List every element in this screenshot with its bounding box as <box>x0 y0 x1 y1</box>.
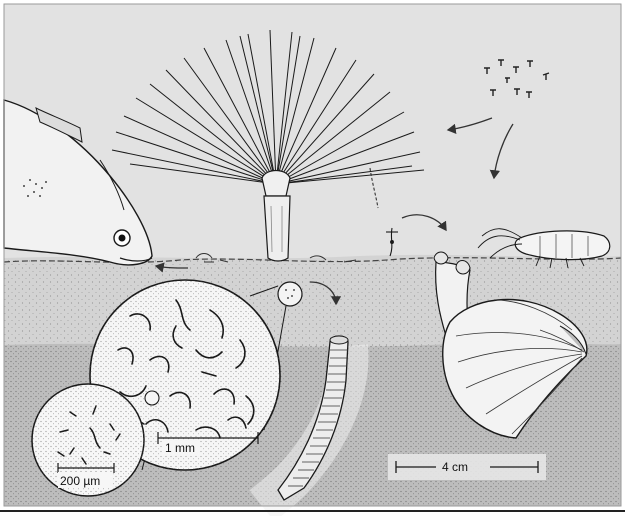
fan-worm-crown-base <box>262 171 290 197</box>
scale-label-4cm: 4 cm <box>442 460 468 474</box>
bacteria-sample-circle <box>145 391 159 405</box>
scale-bar-4cm: 4 cm <box>388 454 546 480</box>
scale-label-200um: 200 µm <box>60 474 100 488</box>
bottom-rule <box>0 510 625 512</box>
magnified-view-200um: 200 µm <box>32 384 144 496</box>
sediment-sample-circle <box>278 282 302 306</box>
fan-worm-tube <box>264 196 290 261</box>
scale-label-1mm: 1 mm <box>165 441 195 455</box>
